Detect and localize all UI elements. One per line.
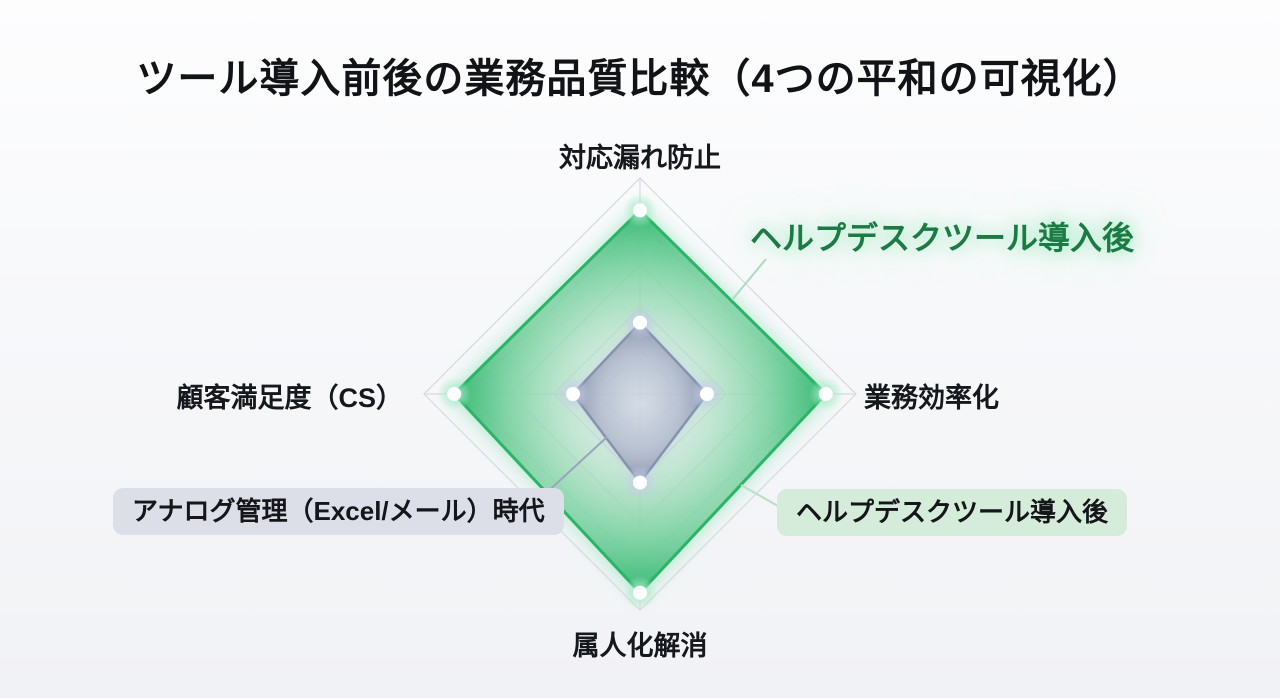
- chart-title: ツール導入前後の業務品質比較（4つの平和の可視化）: [136, 57, 1144, 101]
- vertex-dot: [566, 387, 580, 401]
- callout-leader-line: [731, 258, 767, 301]
- after-series-callout: ヘルプデスクツール導入後: [750, 220, 1135, 256]
- vertex-dot: [633, 203, 647, 218]
- vertex-dot: [700, 387, 714, 401]
- vertex-dot: [818, 387, 833, 401]
- axis-label-top: 対応漏れ防止: [559, 143, 721, 173]
- vertex-dot: [633, 475, 647, 490]
- after-series-badge: ヘルプデスクツール導入後: [777, 489, 1128, 537]
- axis-label-bottom: 属人化解消: [572, 631, 708, 661]
- vertex-dot: [633, 315, 647, 330]
- before-series-badge: アナログ管理（Excel/メール）時代: [113, 488, 564, 536]
- callout-leader-line: [740, 484, 779, 507]
- vertex-dot: [633, 585, 647, 600]
- axis-label-left: 顧客満足度（CS）: [176, 383, 403, 413]
- vertex-dot: [447, 387, 462, 401]
- axis-label-right: 業務効率化: [864, 383, 999, 413]
